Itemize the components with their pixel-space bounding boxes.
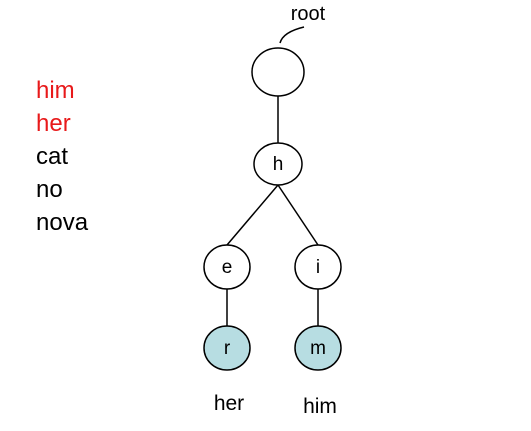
node-r: r bbox=[203, 325, 251, 371]
node-circle-m bbox=[294, 325, 342, 371]
node-circle-r bbox=[203, 325, 251, 371]
node-circle-root bbox=[251, 47, 305, 97]
node-label-m: m bbox=[310, 338, 326, 359]
node-m: m bbox=[294, 325, 342, 371]
node-i: i bbox=[294, 244, 342, 290]
word-item-no: no bbox=[36, 176, 63, 203]
word-label-him: him bbox=[303, 395, 337, 418]
trie-nodes: h e i r m bbox=[203, 47, 342, 371]
edge-h-i bbox=[277, 184, 319, 246]
word-item-cat: cat bbox=[36, 143, 69, 170]
root-caption: root bbox=[291, 3, 326, 25]
root-pointer bbox=[279, 26, 305, 44]
node-e: e bbox=[203, 244, 251, 290]
node-root bbox=[251, 47, 305, 97]
trie-edges bbox=[226, 96, 319, 326]
node-label-h: h bbox=[273, 154, 284, 175]
trie-word-labels: her him bbox=[214, 392, 337, 418]
word-list: him her cat no nova bbox=[36, 74, 88, 239]
node-h: h bbox=[253, 142, 303, 186]
node-circle-h bbox=[253, 142, 303, 186]
word-label-her: her bbox=[214, 392, 244, 415]
word-item-nova: nova bbox=[36, 209, 89, 236]
word-item-him: him bbox=[36, 77, 75, 104]
node-circle-i bbox=[294, 244, 342, 290]
node-label-i: i bbox=[316, 257, 320, 278]
node-circle-e bbox=[203, 244, 251, 290]
edge-h-e bbox=[226, 184, 279, 246]
word-item-her: her bbox=[36, 110, 71, 137]
node-label-r: r bbox=[224, 338, 231, 359]
node-label-e: e bbox=[222, 257, 233, 278]
